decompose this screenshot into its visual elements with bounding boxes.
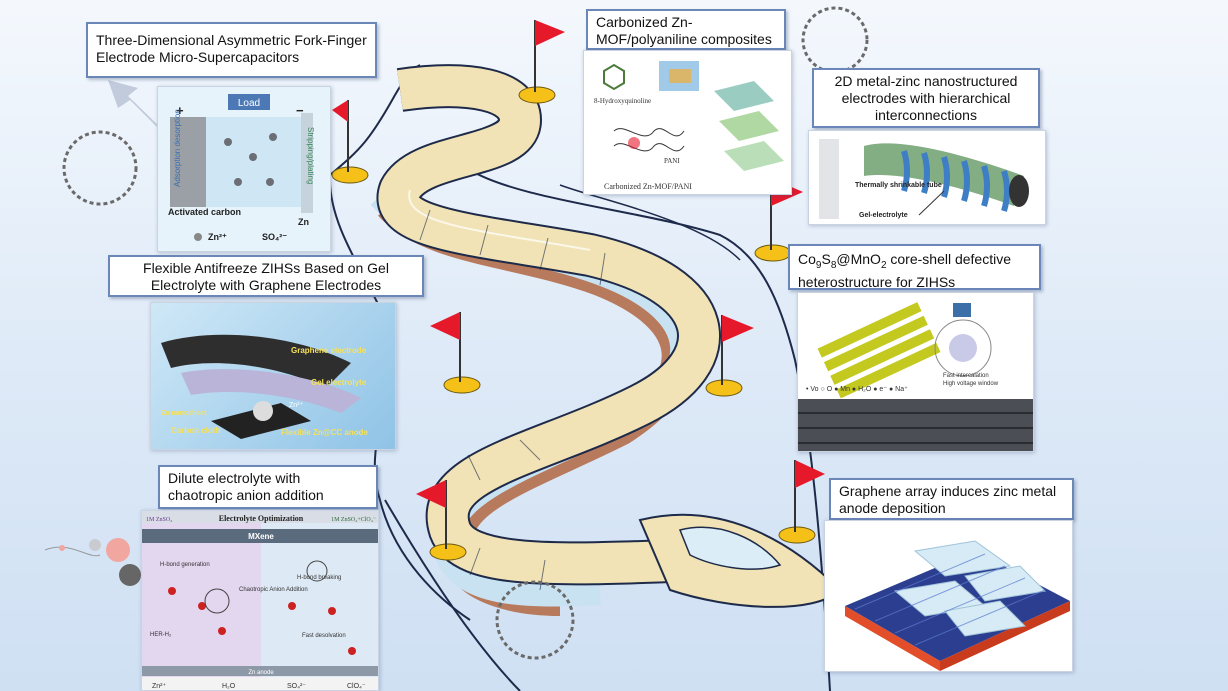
svg-text:• Vo ○ O ● Mn ● H₂O ● e⁻: • Vo ○ O ● Mn ● H₂O ● e⁻ ● Na⁺: [806, 386, 908, 393]
2d-metal-zinc-illustration: Thermally shrinkable tube Gel-electrolyt…: [819, 139, 1029, 219]
svg-text:+: +: [176, 103, 184, 118]
svg-text:Fast desolvation: Fast desolvation: [302, 633, 346, 639]
svg-text:Carbon cloth: Carbon cloth: [171, 426, 220, 435]
svg-text:−: −: [296, 103, 304, 118]
svg-text:Adsorption desorption: Adsorption desorption: [173, 109, 182, 187]
svg-text:Load: Load: [238, 98, 260, 109]
figure-zn-mof: 8-Hydroxyquinoline PANI Carbonized Zn-MO…: [583, 50, 792, 195]
svg-text:Gel electrolyte: Gel electrolyte: [311, 378, 367, 387]
svg-text:1M ZnSO₄+ClO₄⁻: 1M ZnSO₄+ClO₄⁻: [331, 517, 376, 523]
antifreeze-illustration: Graphene electrode Gel electrolyte Zn na…: [161, 334, 368, 439]
svg-text:Carbonized Zn-MOF/PANI: Carbonized Zn-MOF/PANI: [604, 182, 692, 191]
co9s8-illustration: Fast intercalation High voltage window •…: [798, 302, 1033, 451]
card-zn-mof-title: Carbonized Zn-MOF/polyaniline composites: [586, 9, 786, 50]
svg-text:Activated carbon: Activated carbon: [168, 207, 241, 217]
figure-2d-metal-zinc: Thermally shrinkable tube Gel-electrolyt…: [808, 130, 1046, 225]
svg-text:Graphene electrode: Graphene electrode: [291, 346, 367, 355]
figure-co9s8: Fast intercalation High voltage window •…: [797, 292, 1034, 452]
flag-1: [331, 100, 369, 184]
svg-text:H-bond breaking: H-bond breaking: [297, 575, 341, 581]
svg-text:Zn²⁺: Zn²⁺: [152, 683, 167, 690]
fork-finger-illustration: Load + − Adsorption desorption Stripping…: [168, 94, 315, 242]
svg-text:1M ZnSO₄: 1M ZnSO₄: [146, 517, 172, 523]
figure-graphene-array: [824, 520, 1073, 672]
flag-2: [518, 20, 565, 104]
svg-text:Zn nanosheet: Zn nanosheet: [161, 410, 207, 417]
card-antifreeze-title: Flexible Antifreeze ZIHSs Based on Gel E…: [108, 255, 424, 297]
svg-text:Zn anode: Zn anode: [248, 670, 274, 676]
card-co9s8-title: Co9S8@MnO2 core-shell defective heterost…: [788, 244, 1041, 290]
figure-antifreeze: Graphene electrode Gel electrolyte Zn na…: [150, 302, 396, 450]
graphene-array-illustration: [845, 540, 1070, 671]
svg-text:Zn²⁺: Zn²⁺: [289, 402, 304, 409]
flag-5: [705, 315, 754, 397]
dilute-electrolyte-illustration: Electrolyte Optimization 1M ZnSO₄ 1M ZnS…: [142, 511, 378, 690]
svg-text:High voltage window: High voltage window: [943, 381, 999, 387]
svg-text:Thermally shrinkable tube: Thermally shrinkable tube: [855, 182, 942, 189]
flag-7: [778, 460, 825, 544]
svg-text:Zn: Zn: [298, 217, 309, 227]
svg-text:Chaotropic Anion Addition: Chaotropic Anion Addition: [239, 587, 308, 593]
svg-text:Electrolyte Optimization: Electrolyte Optimization: [219, 514, 304, 523]
svg-text:MXene: MXene: [248, 532, 274, 541]
svg-text:PANI: PANI: [664, 157, 680, 165]
figure-dilute-electrolyte: Electrolyte Optimization 1M ZnSO₄ 1M ZnS…: [141, 510, 379, 691]
card-dilute-electrolyte-title: Dilute electrolyte with chaotropic anion…: [158, 465, 378, 509]
svg-text:ClO₄⁻: ClO₄⁻: [347, 683, 366, 690]
svg-text:HER-H₂: HER-H₂: [150, 632, 172, 638]
flower-decoration: [44, 538, 141, 586]
figure-fork-finger: Load + − Adsorption desorption Stripping…: [157, 86, 331, 252]
card-graphene-array-title: Graphene array induces zinc metal anode …: [829, 478, 1074, 520]
wreath-bottom: [495, 580, 575, 660]
svg-text:8-Hydroxyquinoline: 8-Hydroxyquinoline: [594, 97, 651, 105]
svg-text:H-bond generation: H-bond generation: [160, 562, 210, 568]
flag-6: [416, 480, 467, 561]
svg-text:Gel-electrolyte: Gel-electrolyte: [859, 212, 908, 219]
svg-text:Flexible Zn@CC anode: Flexible Zn@CC anode: [281, 428, 368, 437]
flag-4: [430, 312, 481, 394]
svg-text:Stripping/plating: Stripping/plating: [306, 127, 315, 184]
svg-text:H₂O: H₂O: [222, 683, 236, 690]
zn-mof-illustration: 8-Hydroxyquinoline PANI Carbonized Zn-MO…: [594, 61, 784, 191]
card-fork-finger-title: Three-Dimensional Asymmetric Fork-Finger…: [86, 22, 377, 78]
wreath-left: [62, 130, 138, 206]
svg-text:SO₄²⁻: SO₄²⁻: [287, 683, 306, 690]
svg-text:SO₄²⁻: SO₄²⁻: [262, 232, 287, 242]
svg-text:Fast intercalation: Fast intercalation: [943, 373, 989, 379]
wreath-top-right: [801, 6, 869, 74]
svg-text:Zn²⁺: Zn²⁺: [208, 232, 227, 242]
card-2d-metal-zinc-title: 2D metal-zinc nanostructured electrodes …: [812, 68, 1040, 128]
